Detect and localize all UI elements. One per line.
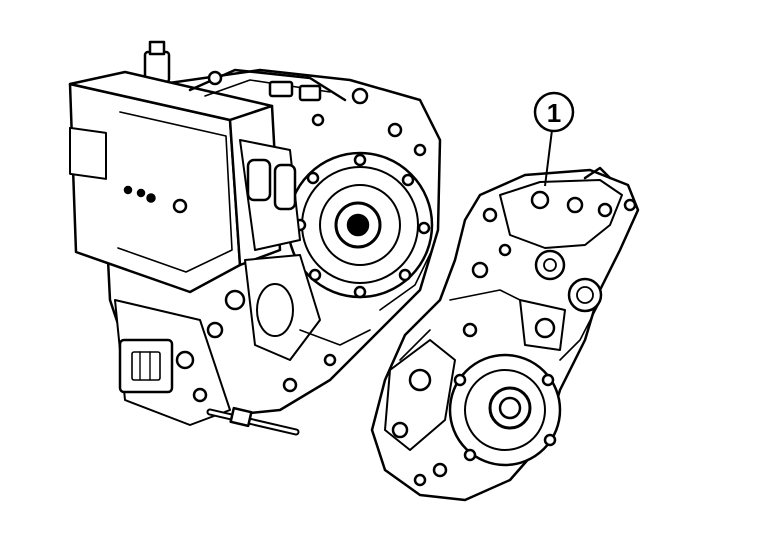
callout-leader-line: [544, 129, 553, 187]
callout-label: 1: [547, 98, 561, 128]
callout-circle: [533, 91, 575, 133]
callout-1: 1: [533, 91, 575, 187]
case-half-icon: [370, 166, 640, 502]
transmission-assembly-icon: [68, 40, 442, 436]
